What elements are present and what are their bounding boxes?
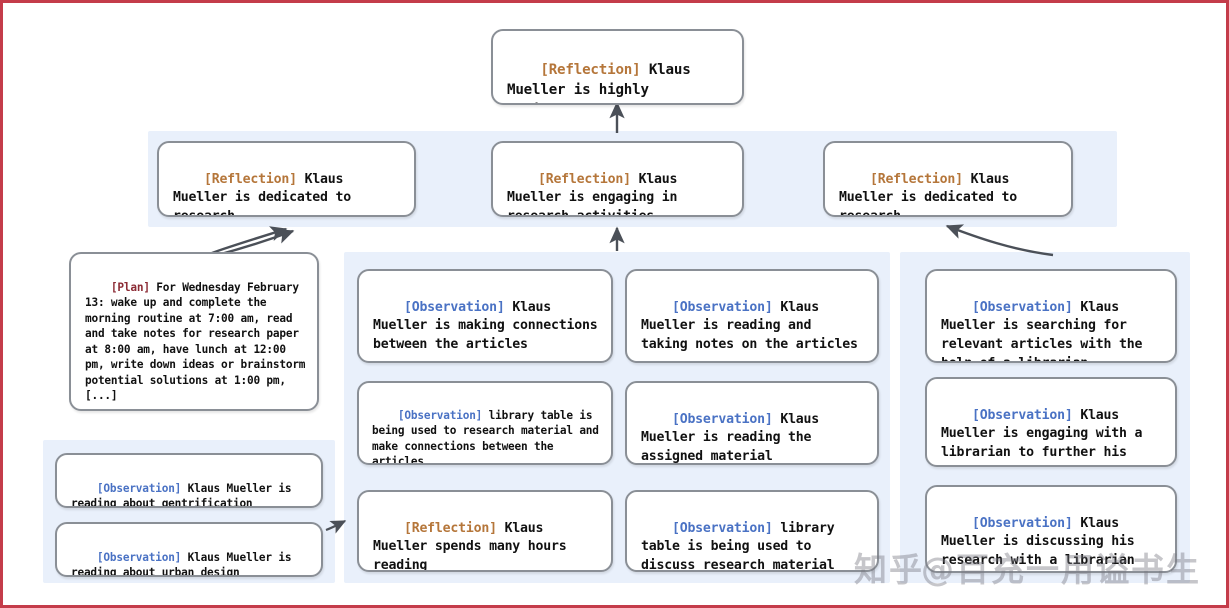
level2-reflection-node-2[interactable]: [Reflection] Klaus Mueller is engaging i… xyxy=(491,141,744,217)
node-tag: [Observation] xyxy=(971,407,1073,423)
node-tag: [Observation] xyxy=(96,550,182,564)
middle-left-node-2[interactable]: [Observation] library table is being use… xyxy=(357,381,613,465)
node-text: Klaus Mueller is making connections betw… xyxy=(373,299,606,353)
node-tag: [Reflection] xyxy=(540,62,641,79)
node-tag: [Observation] xyxy=(403,299,505,315)
node-text: Klaus Mueller is highly dedicated to res… xyxy=(507,62,691,103)
node-text: library table is being used to discuss r… xyxy=(641,520,843,572)
node-tag: [Reflection] xyxy=(537,171,631,187)
node-text: library table is being used to research … xyxy=(372,408,606,465)
left-observation-node-1[interactable]: [Observation] Klaus Mueller is reading a… xyxy=(55,453,323,508)
node-tag: [Observation] xyxy=(397,408,483,422)
level2-reflection-node-1[interactable]: [Reflection] Klaus Mueller is dedicated … xyxy=(157,141,416,217)
middle-right-node-3[interactable]: [Observation] library table is being use… xyxy=(625,490,879,572)
middle-right-node-2[interactable]: [Observation] Klaus Mueller is reading t… xyxy=(625,381,879,465)
node-text: Klaus Mueller is engaging in research ac… xyxy=(507,171,686,217)
node-text: Klaus Mueller is reading and taking note… xyxy=(641,299,858,353)
node-tag: [Reflection] xyxy=(869,171,963,187)
node-tag: [Observation] xyxy=(971,299,1073,315)
node-text: Klaus Mueller is engaging with a librari… xyxy=(941,407,1143,465)
node-text: Klaus Mueller is reading about urban des… xyxy=(71,550,298,577)
middle-left-node-1[interactable]: [Observation] Klaus Mueller is making co… xyxy=(357,269,613,363)
right-node-2[interactable]: [Observation] Klaus Mueller is engaging … xyxy=(925,377,1177,467)
node-tag: [Reflection] xyxy=(203,171,297,187)
middle-right-node-1[interactable]: [Observation] Klaus Mueller is reading a… xyxy=(625,269,879,363)
right-node-3[interactable]: [Observation] Klaus Mueller is discussin… xyxy=(925,485,1177,573)
level2-reflection-node-3[interactable]: [Reflection] Klaus Mueller is dedicated … xyxy=(823,141,1073,217)
node-tag: [Observation] xyxy=(671,411,773,427)
node-text: Klaus Mueller is searching for relevant … xyxy=(941,299,1143,361)
node-tag: [Observation] xyxy=(96,481,182,495)
node-text: Klaus Mueller spends many hours reading xyxy=(373,520,575,572)
node-text: Klaus Mueller is dedicated to research xyxy=(839,171,1025,217)
node-tag: [Observation] xyxy=(671,299,773,315)
middle-left-node-3[interactable]: [Reflection] Klaus Mueller spends many h… xyxy=(357,490,613,572)
root-reflection-node[interactable]: [Reflection] Klaus Mueller is highly ded… xyxy=(491,29,744,105)
node-tag: [Observation] xyxy=(971,515,1073,531)
node-tag: [Reflection] xyxy=(403,520,497,536)
right-node-1[interactable]: [Observation] Klaus Mueller is searching… xyxy=(925,269,1177,363)
node-tag: [Plan] xyxy=(110,280,150,294)
node-text: Klaus Mueller is reading about gentrific… xyxy=(71,481,298,508)
node-text: For Wednesday February 13: wake up and c… xyxy=(85,280,312,403)
plan-node[interactable]: [Plan] For Wednesday February 13: wake u… xyxy=(69,252,319,411)
left-observation-node-2[interactable]: [Observation] Klaus Mueller is reading a… xyxy=(55,522,323,577)
node-text: Klaus Mueller is discussing his research… xyxy=(941,515,1143,569)
node-tag: [Observation] xyxy=(671,520,773,536)
node-text: Klaus Mueller is dedicated to research xyxy=(173,171,359,217)
node-text: Klaus Mueller is reading the assigned ma… xyxy=(641,411,827,465)
